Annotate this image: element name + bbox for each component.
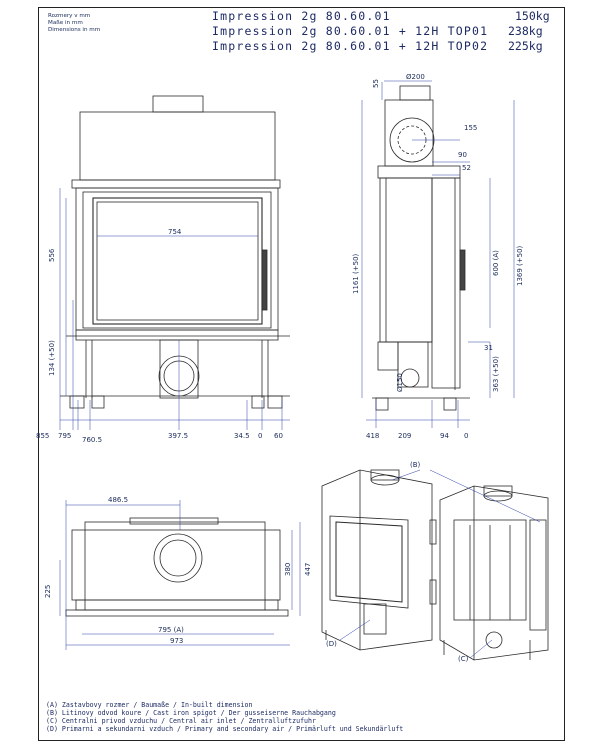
weight-3: 225kg — [508, 39, 543, 53]
side-600: 600 (A) — [492, 250, 500, 276]
front-bottom-345: 34.5 — [234, 432, 250, 440]
front-bottom-795: 795 — [58, 432, 72, 440]
isometric-front — [321, 469, 437, 651]
front-bottom-7605: 760.5 — [82, 436, 103, 444]
top-795a: 795 (A) — [158, 626, 184, 634]
front-bottom-0: 0 — [258, 432, 263, 440]
side-top-55: 55 — [372, 79, 380, 88]
side-150: Ø150 — [396, 373, 404, 392]
side-1369: 1369 (+50) — [516, 245, 524, 286]
front-width-label: 754 — [168, 228, 182, 236]
side-view — [372, 85, 470, 411]
front-bottom-3975: 397.5 — [168, 432, 189, 440]
isometric-rear — [439, 485, 549, 661]
side-bottom-0: 0 — [464, 432, 469, 440]
front-view — [60, 95, 290, 409]
top-380: 380 — [284, 562, 292, 576]
top-view — [65, 517, 289, 617]
side-bottom-418: 418 — [366, 432, 380, 440]
weight-1: 150kg — [515, 9, 550, 23]
side-1161: 1161 (+50) — [352, 253, 360, 294]
side-bottom-94: 94 — [440, 432, 449, 440]
product-line-3: Impression 2g 80.60.01 + 12H TOP02 — [212, 39, 489, 53]
product-line-1: Impression 2g 80.60.01 — [212, 9, 391, 23]
label-c: (C) — [458, 655, 469, 663]
top-225: 225 — [44, 584, 52, 598]
side-31: 31 — [484, 344, 493, 352]
legend-d: (D) Primarni a sekundarni vzduch / Prima… — [46, 725, 404, 733]
label-d: (D) — [326, 640, 337, 648]
top-447: 447 — [304, 562, 312, 576]
front-bottom-855: 855 — [36, 432, 50, 440]
side-right-155: 155 — [464, 124, 478, 132]
front-side-label: 134 (+50) — [48, 340, 56, 376]
legend-b: (B) Litinovy odvod koure / Cast iron spi… — [46, 709, 336, 717]
legend-a: (A) Zastavbovy rozmer / Baumaße / In-bui… — [46, 701, 253, 709]
units-line-de: Maße in mm — [48, 20, 83, 26]
drawing-sheet — [38, 7, 565, 741]
top-973: 973 — [170, 637, 184, 645]
units-line-en: Dimensions in mm — [48, 27, 101, 33]
side-top-200: Ø200 — [406, 73, 425, 81]
front-bottom-60: 60 — [274, 432, 283, 440]
weight-2: 238kg — [508, 24, 543, 38]
top-4865: 486.5 — [108, 496, 129, 504]
units-line-cz: Rozmery v mm — [48, 13, 91, 19]
front-height-label: 556 — [48, 248, 56, 262]
side-right-90: 90 — [458, 151, 467, 159]
legend-c: (C) Centralni privod vzduchu / Central a… — [46, 717, 316, 725]
product-line-2: Impression 2g 80.60.01 + 12H TOP01 — [212, 24, 489, 38]
side-bottom-209: 209 — [398, 432, 412, 440]
side-right-52: 52 — [462, 164, 471, 172]
side-363: 363 (+50) — [492, 356, 500, 392]
label-b: (B) — [410, 461, 421, 469]
